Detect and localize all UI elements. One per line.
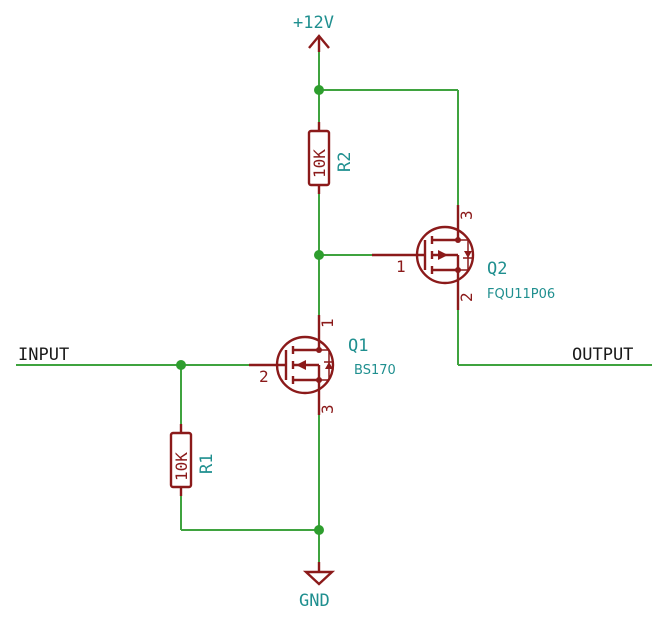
q2-diode-icon: [464, 251, 472, 258]
r1-value: 10K: [172, 452, 191, 481]
wires: [16, 52, 652, 568]
junction-gate-node: [314, 250, 324, 260]
q1-pin-gate: 2: [259, 367, 269, 386]
vcc-label: +12V: [293, 13, 334, 33]
q2-arrow-icon: [438, 250, 448, 260]
q1-pin-source: 3: [318, 404, 337, 414]
junction-vcc: [314, 85, 324, 95]
q2-pin-drain: 2: [457, 292, 476, 302]
q2-value: FQU11P06: [487, 287, 555, 302]
input-net-label: INPUT: [18, 345, 69, 365]
q2-pin-gate: 1: [396, 257, 406, 276]
q1-ref: Q1: [348, 336, 368, 356]
q1-pin-drain: 1: [318, 318, 337, 328]
resistor-r2: 10K R2: [307, 122, 355, 194]
r1-ref: R1: [197, 454, 217, 474]
junctions: [176, 85, 324, 535]
r2-ref: R2: [335, 152, 355, 172]
mosfet-q2: 1 3 2 Q2 FQU11P06: [372, 205, 555, 310]
resistor-r1: 10K R1: [169, 424, 217, 496]
junction-input: [176, 360, 186, 370]
gnd-label: GND: [299, 591, 330, 611]
q1-diode-icon: [325, 362, 333, 369]
r2-value: 10K: [310, 149, 329, 178]
q1-arrow-icon: [296, 360, 306, 370]
q1-value: BS170: [354, 363, 396, 378]
mosfet-q1: 2 1 3 Q1 BS170: [249, 315, 396, 415]
gnd-symbol: GND: [299, 562, 336, 611]
junction-gnd: [314, 525, 324, 535]
output-net-label: OUTPUT: [572, 345, 633, 365]
q2-pin-source: 3: [457, 210, 476, 220]
q2-ref: Q2: [487, 259, 507, 279]
ground-icon: [302, 570, 336, 586]
vcc-symbol: +12V: [293, 13, 334, 52]
